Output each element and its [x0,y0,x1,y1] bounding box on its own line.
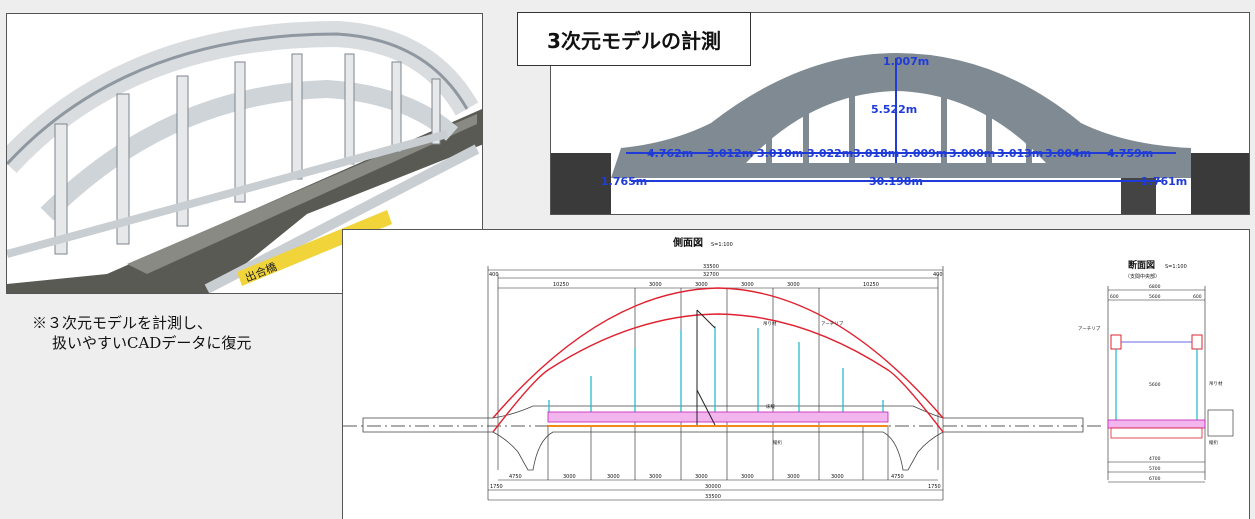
label-floor: 床版 [766,403,775,410]
dim-bottom-4: 3000 [607,474,620,480]
measure-rise-mid: 5.522m [871,103,917,116]
dim-bottom-1: 1750 [490,484,503,490]
measure-seg-10: 4.759m [1107,147,1153,160]
sec-label-hanger: 吊り材 [1209,380,1223,387]
measure-seg-3: 3.010m [757,147,803,160]
dim-row2-5: 3000 [787,282,800,288]
caption: ※３次元モデルを計測し、 扱いやすいCADデータに復元 [32,313,332,353]
model-title: 3次元モデルの計測 [517,12,751,66]
measure-seg-9: 3.004m [1045,147,1091,160]
sec-label-arch-rib: アーチリブ [1078,325,1101,332]
dim-span-top: 32700 [703,272,719,278]
sec-dim-5: 5600 [1149,382,1161,388]
dim-bottom-6: 3000 [695,474,708,480]
measure-seg-8: 3.013m [997,147,1043,160]
section-view-scale: S=1:100 [1165,264,1187,270]
caption-line-1: ※３次元モデルを計測し、 [32,314,213,332]
dim-bottom-9: 3000 [831,474,844,480]
dim-right-offset: 400 [933,272,943,278]
dim-row2-1: 10250 [553,282,569,288]
measure-seg-5: 3.018m [853,147,899,160]
measure-left-end: 1.765m [601,175,647,188]
dim-bottom-5: 3000 [649,474,662,480]
bridge-photo-panel: 出合橋 [6,13,483,294]
dim-row2-3: 3000 [695,282,708,288]
dim-row2-4: 3000 [741,282,754,288]
section-view-sub: （支間中央部） [1125,273,1160,280]
cad-drawing: 側面図 S=1:100 33500 32700 [343,230,1249,519]
sec-dim-6: 4700 [1149,456,1161,462]
dim-bottom-10: 4750 [891,474,904,480]
dim-total-bottom: 33500 [705,494,721,500]
measure-seg-6: 3.009m [901,147,947,160]
dim-span-bottom: 30000 [705,484,721,490]
label-hanger: 吊り材 [763,320,777,327]
caption-line-2: 扱いやすいCADデータに復元 [52,334,252,352]
dim-bottom-7: 3000 [741,474,754,480]
section-view-title: 断面図 [1128,259,1155,271]
measure-seg-4: 3.022m [807,147,853,160]
dim-total-top: 33500 [703,264,719,270]
dim-left-offset: 400 [489,272,499,278]
dim-row2-6: 10250 [863,282,879,288]
dim-bottom-11: 1750 [928,484,941,490]
cad-drawing-panel: 側面図 S=1:100 33500 32700 [342,229,1250,519]
side-view-scale: S=1:100 [711,242,733,248]
dim-bottom-3: 3000 [563,474,576,480]
sec-dim-8: 6700 [1149,476,1161,482]
sec-label-girder: 縦桁 [1209,439,1218,446]
measure-rise-top: 1.007m [883,55,929,68]
bridge-photo: 出合橋 [7,14,482,293]
sec-dim-1: 6800 [1149,284,1161,290]
measure-right-end: 1.761m [1141,175,1187,188]
sec-dim-7: 5700 [1149,466,1161,472]
sec-dim-4: 600 [1193,294,1202,300]
dim-bottom-8: 3000 [787,474,800,480]
measure-seg-7: 3.000m [949,147,995,160]
measure-span: 30.198m [869,175,923,188]
dim-bottom-2: 4750 [509,474,522,480]
label-arch-rib: アーチリブ [821,320,844,327]
sec-dim-3: 600 [1110,294,1119,300]
measure-seg-1: 4.762m [647,147,693,160]
measure-seg-2: 3.012m [707,147,753,160]
label-girder: 縦桁 [773,439,782,446]
dim-row2-2: 3000 [649,282,662,288]
side-view-title: 側面図 [672,236,703,249]
sec-dim-2: 5600 [1149,294,1161,300]
